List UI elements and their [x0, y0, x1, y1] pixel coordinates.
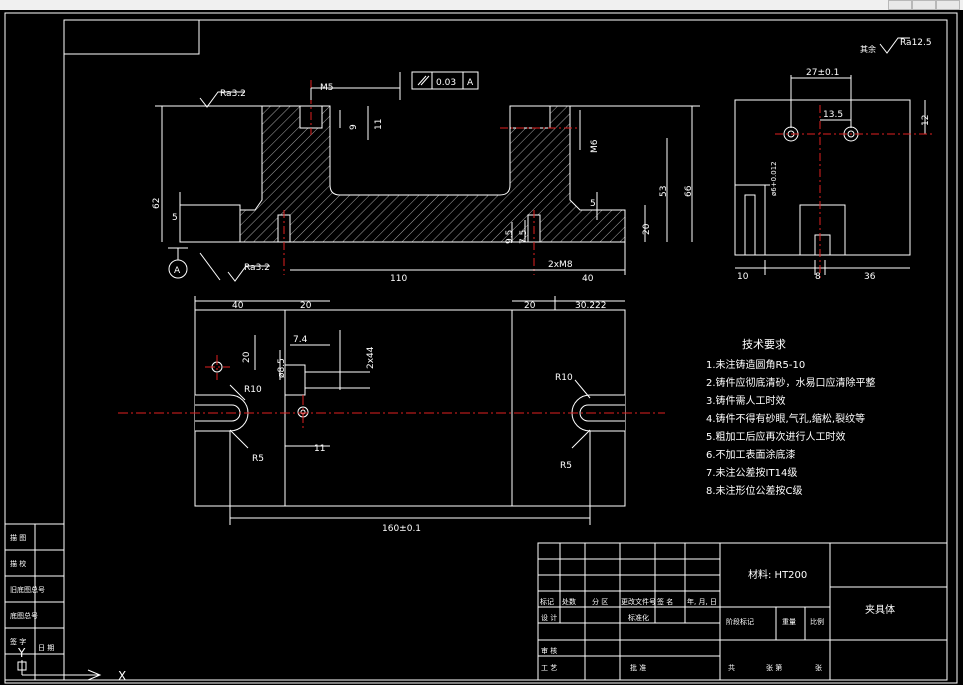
- side-view: [734, 75, 926, 275]
- plan-dim-7: 7.4: [293, 335, 308, 345]
- front-view: [155, 71, 700, 282]
- tb-design: 设 计: [541, 613, 557, 622]
- plan-dim-20v: 20: [242, 351, 252, 363]
- plan-r10-left: R10: [244, 385, 262, 395]
- dim-phi6: ø6+0.012: [770, 161, 778, 196]
- tb-date: 年, 月, 日: [687, 597, 717, 606]
- tb-part-name: 夹具体: [865, 603, 895, 616]
- plan-dim-30: 30.222: [575, 301, 607, 311]
- tb-zone: 分 区: [592, 597, 608, 606]
- left-row-5: 签 字: [10, 637, 26, 646]
- tb-sheets: 共: [728, 663, 735, 672]
- general-roughness-note: 其余 Ra12.5: [860, 37, 932, 54]
- dim-20: 20: [642, 223, 652, 235]
- title-block: [537, 542, 948, 681]
- note-6: 6.不加工表面涂底漆: [706, 448, 796, 461]
- tb-sheet-of: 张 第: [766, 663, 782, 672]
- datum-label: A: [174, 266, 181, 276]
- tb-doc: 更改文件号: [621, 597, 656, 606]
- drawing-frame: [63, 19, 948, 681]
- dim-53: 53: [659, 186, 669, 197]
- tb-weight: 重量: [782, 618, 796, 626]
- tb-stage: 阶段标记: [726, 617, 754, 626]
- plan-dim-40: 40: [232, 301, 244, 311]
- ucs-y-label: Y: [17, 646, 26, 660]
- svg-text:Ra12.5: Ra12.5: [900, 38, 932, 48]
- plan-r10-right: R10: [555, 373, 573, 383]
- note-4: 4.铸件不得有砂眼,气孔,缩松,裂纹等: [706, 412, 865, 425]
- plan-r5-right: R5: [560, 461, 572, 471]
- dim-10: 10: [737, 272, 749, 282]
- left-row-2: 描 校: [10, 559, 26, 568]
- dim-5-right: 5: [590, 199, 596, 209]
- minimize-button[interactable]: [888, 0, 912, 10]
- technical-notes: 技术要求 1.未注铸造圆角R5-10 2.铸件应彻底清砂，水易口应清除平整 3.…: [706, 338, 876, 497]
- dim-7-5: 7.5: [519, 230, 529, 244]
- plan-dim-8-5: ø8.5: [277, 358, 287, 378]
- plan-dim-20b: 20: [524, 301, 536, 311]
- plan-dim-20: 20: [300, 301, 312, 311]
- dim-8: 8: [815, 272, 821, 282]
- plan-dim-2x4: 2x44: [366, 346, 376, 369]
- corner-box: [63, 19, 200, 55]
- note-5: 5.粗加工后应再次进行人工时效: [706, 430, 846, 443]
- window-top-strip: [0, 0, 963, 10]
- svg-text:其余: 其余: [860, 44, 876, 54]
- left-row-3: 旧底图总号: [10, 585, 45, 594]
- ucs-icon: [17, 660, 102, 681]
- tb-scale: 比例: [810, 617, 824, 626]
- tb-standard: 标准化: [628, 613, 649, 622]
- tb-sheet-end: 张: [815, 663, 822, 672]
- roughness-bottom: Ra3.2: [244, 263, 270, 273]
- note-1: 1.未注铸造圆角R5-10: [706, 358, 805, 371]
- dim-66: 66: [684, 185, 694, 197]
- plan-r5-left: R5: [252, 454, 264, 464]
- dim-5-left: 5: [172, 213, 178, 223]
- ucs-x-label: X: [118, 669, 126, 683]
- note-2: 2.铸件应彻底清砂，水易口应清除平整: [706, 376, 876, 389]
- dim-m6: M6: [590, 139, 600, 153]
- tb-material: 材料: HT200: [748, 568, 807, 581]
- dim-62: 62: [152, 198, 162, 209]
- left-row-4: 底图总号: [10, 611, 38, 620]
- dim-9: 9: [349, 124, 359, 130]
- close-button[interactable]: [936, 0, 960, 10]
- dim-2xm8: 2xM8: [548, 260, 573, 270]
- tb-mark: 标记: [540, 597, 554, 606]
- dim-12: 12: [921, 115, 931, 126]
- tb-count: 处数: [562, 597, 576, 606]
- dim-40: 40: [582, 274, 594, 284]
- plan-dim-160: 160±0.1: [382, 524, 421, 534]
- notes-title: 技术要求: [742, 338, 786, 351]
- dim-11: 11: [374, 119, 384, 130]
- outer-frame: [4, 12, 958, 684]
- note-7: 7.未注公差按IT14级: [706, 466, 797, 479]
- tb-approve: 批 准: [630, 663, 646, 672]
- roughness-top: Ra3.2: [220, 89, 246, 99]
- dim-36: 36: [864, 272, 876, 282]
- note-8: 8.未注形位公差按C级: [706, 484, 803, 497]
- tb-sign: 签 名: [657, 597, 673, 606]
- plan-dim-11: 11: [314, 444, 325, 454]
- note-3: 3.铸件需人工时效: [706, 394, 786, 407]
- maximize-button[interactable]: [912, 0, 936, 10]
- tb-process: 工 艺: [541, 664, 557, 672]
- gdt-datum: A: [467, 78, 474, 88]
- left-row-6: 日 期: [38, 644, 54, 652]
- left-row-1: 描 图: [10, 533, 26, 542]
- gdt-tolerance: 0.03: [436, 78, 456, 88]
- dim-9-5: 9.5: [505, 230, 515, 244]
- plan-view: [194, 296, 626, 525]
- dim-27: 27±0.1: [806, 68, 839, 78]
- tb-review: 审 核: [541, 646, 557, 655]
- left-signature-block: [4, 523, 65, 681]
- dim-110: 110: [390, 274, 407, 284]
- cad-drawing-canvas[interactable]: 其余 Ra12.5: [0, 10, 963, 685]
- dim-13-5: 13.5: [823, 110, 843, 120]
- dim-m5: M5: [320, 83, 334, 93]
